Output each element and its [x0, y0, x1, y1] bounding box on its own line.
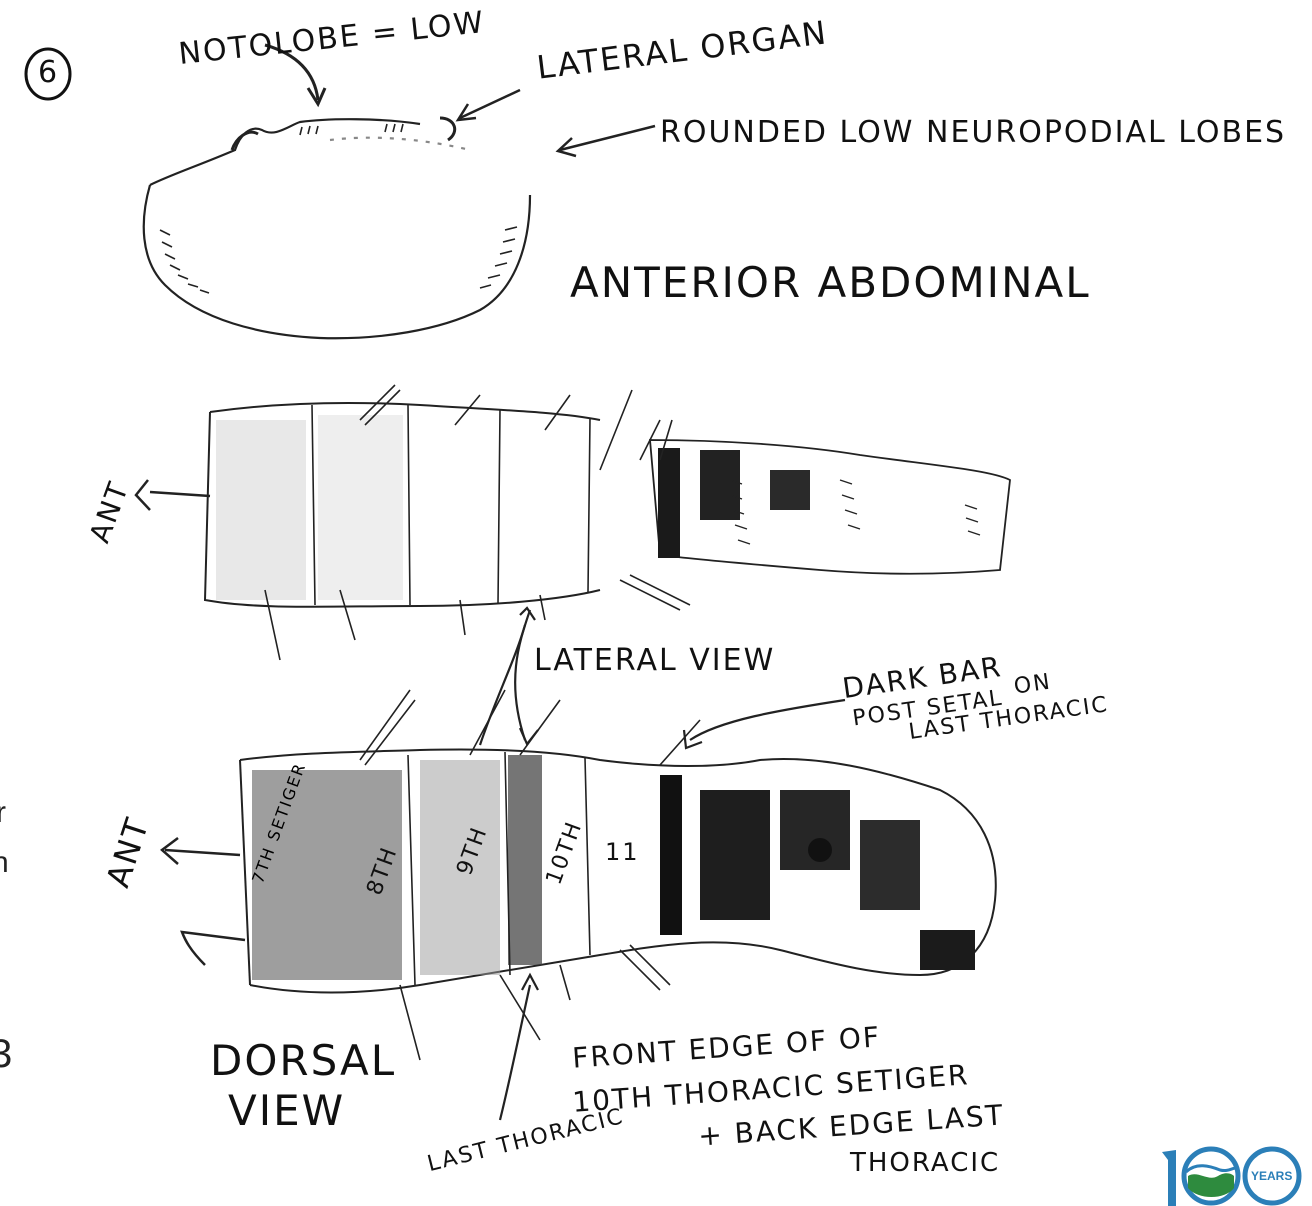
left-edge-fragment: r [0, 798, 6, 828]
left-edge-fragment: 3 [0, 1034, 12, 1074]
logo-years-text: YEARS [1251, 1169, 1292, 1183]
segment-11-label: 11 [605, 840, 640, 864]
dorsal-view-line2: VIEW [228, 1090, 345, 1132]
figure-number: 6 [38, 58, 59, 88]
left-edge-fragment: n [0, 848, 9, 878]
lateral-view-label: LATERAL VIEW [534, 646, 775, 676]
dorsal-view-line1: DORSAL [210, 1040, 396, 1082]
neuropodial-label: ROUNDED LOW NEUROPODIAL LOBES [660, 118, 1286, 148]
front-edge-line4: THORACIC [850, 1150, 1000, 1176]
logo-digit-one [1162, 1150, 1176, 1206]
section-title: ANTERIOR ABDOMINAL [570, 262, 1091, 304]
dark-bar-line2: ON [1013, 671, 1053, 698]
